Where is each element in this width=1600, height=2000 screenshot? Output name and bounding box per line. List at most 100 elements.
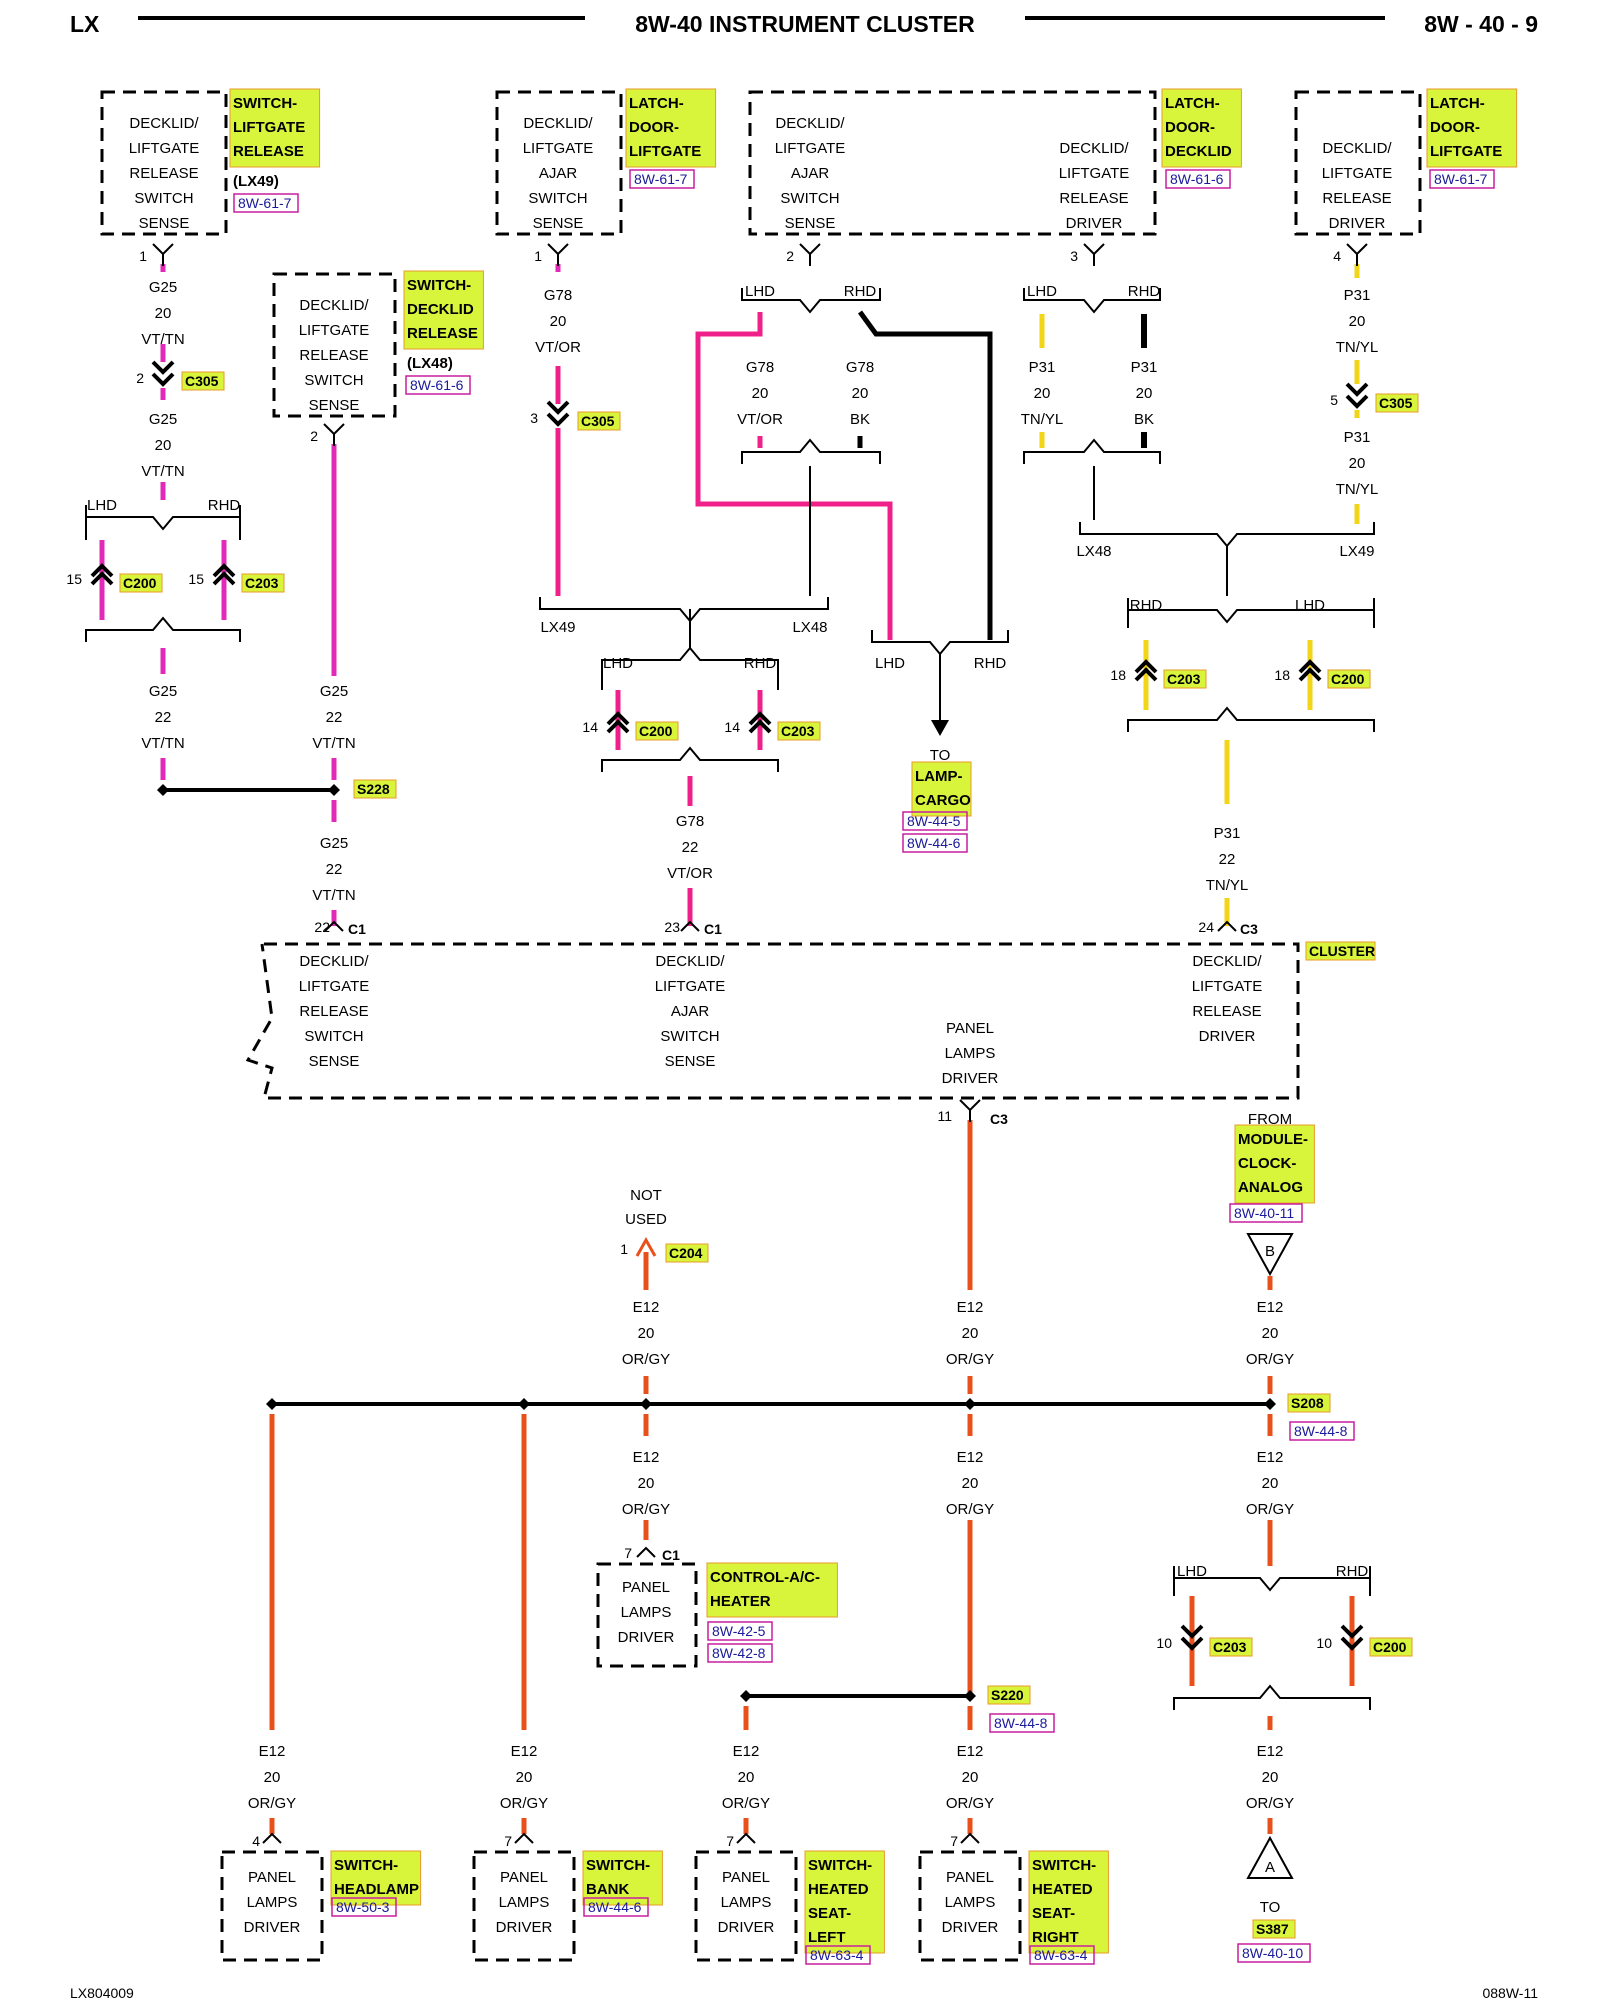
box-panel-lamps-driver (694, 1850, 798, 1962)
comp-switchheatedseatright-bg (1028, 1850, 1109, 1954)
wire-label: TN/YL (1336, 481, 1379, 498)
wire-label: VT/TN (312, 735, 355, 752)
cluster-text: SWITCH (660, 1028, 719, 1045)
wire-label: 20 (962, 1475, 979, 1492)
ref-s208-frame (1289, 1421, 1355, 1441)
connector-c200 (1298, 659, 1322, 674)
pin-label: 24 (1198, 919, 1214, 935)
box-text: DRIVER (496, 1919, 553, 1936)
terminal-pin (1083, 243, 1105, 256)
wire-label: G25 (149, 279, 177, 296)
connector-c305 (546, 400, 570, 415)
splice-s387-label-bg (1252, 1919, 1296, 1939)
wire-label: VT/TN (141, 463, 184, 480)
pin-label: 23 (664, 919, 680, 935)
ref-8w-61-7: 8W-61-7 (238, 195, 292, 211)
box-text: SWITCH (134, 190, 193, 207)
lx49-label: LX49 (540, 619, 575, 636)
lhd-label: LHD (87, 497, 117, 514)
wire-label: 20 (1034, 385, 1051, 402)
comp-switchheadlamp: SWITCH- (334, 1857, 398, 1874)
lx49-label: LX49 (1339, 543, 1374, 560)
rhd-label: RHD (1130, 597, 1163, 614)
wire-label: 22 (155, 709, 172, 726)
triangle-a-label: A (1265, 1859, 1275, 1876)
box-text: PANEL (722, 1869, 770, 1886)
ref-s220: 8W-44-8 (994, 1715, 1048, 1731)
lx48-label: LX48 (792, 619, 827, 636)
connector-c203-label: C203 (781, 723, 815, 739)
comp-switchheadlamp-bg (330, 1850, 422, 1906)
pin-label: 10 (1156, 1635, 1172, 1651)
terminal-pin (547, 243, 569, 256)
ref-s387-frame (1237, 1943, 1311, 1963)
box-liftgate-release-driver (1294, 90, 1422, 236)
box-panel-lamps-driver-ac (596, 1562, 698, 1668)
wire-label: TN/YL (1021, 411, 1064, 428)
ref-lamp-cargo: 8W-44-5 (907, 813, 961, 829)
comp-switchheatedseatright: SWITCH- (1032, 1857, 1096, 1874)
ref-control-ac: 8W-42-8 (712, 1645, 766, 1661)
connector-c1: C1 (704, 921, 722, 937)
connector-c200-label-bg (1327, 669, 1371, 689)
comp-lamp-cargo: LAMP- (915, 768, 963, 785)
box-text: SENSE (139, 215, 190, 232)
pin-label: 15 (66, 571, 82, 587)
wire-label: OR/GY (946, 1351, 994, 1368)
pin-label: 4 (1333, 248, 1341, 264)
to-label: TO (1260, 1899, 1281, 1916)
connector-c200-label-bg (1369, 1637, 1413, 1657)
box-text: DRIVER (942, 1919, 999, 1936)
wire-label: TN/YL (1206, 877, 1249, 894)
wire-label: OR/GY (500, 1795, 548, 1812)
wire-label: 20 (1262, 1325, 1279, 1342)
splice-s228-label-bg (353, 779, 397, 799)
splice-s228-label: S228 (357, 781, 390, 797)
pin-label: 14 (582, 719, 598, 735)
rhd-label: RHD (1128, 283, 1161, 300)
triangle-a (1246, 1835, 1294, 1879)
splice-s228 (328, 784, 340, 796)
comp-lamp-cargo: CARGO (915, 792, 971, 809)
connector-c200 (1298, 667, 1322, 682)
lhd-label: LHD (1177, 1563, 1207, 1580)
triangle-b-label: B (1265, 1243, 1275, 1260)
splice-s387-label: S387 (1256, 1921, 1289, 1937)
ref-8w-61-7-frame (233, 193, 299, 213)
header-left: LX (70, 11, 100, 37)
pin-label: 15 (188, 571, 204, 587)
connector-c203-label-bg (1209, 1637, 1253, 1657)
comp-latch-door-liftgate-bg (1426, 88, 1518, 168)
comp-latch-door-liftgate: LIFTGATE (1430, 143, 1502, 160)
cluster-text: DECKLID/ (299, 953, 369, 970)
wire-label: 20 (155, 437, 172, 454)
terminal-pin (514, 1832, 534, 1844)
ref-lamp-cargo: 8W-44-6 (907, 835, 961, 851)
ref-s220-frame (989, 1713, 1055, 1733)
connector-c200 (1340, 1624, 1364, 1639)
box-text: PANEL (622, 1579, 670, 1596)
wire-label: E12 (633, 1299, 660, 1316)
box-text: DRIVER (718, 1919, 775, 1936)
comp-latch-door-decklid-bg (1161, 88, 1242, 168)
connector-c1: C1 (662, 1547, 680, 1563)
pin-label: 2 (310, 428, 318, 444)
box-text: RELEASE (1059, 190, 1128, 207)
splice-dot (518, 1398, 530, 1410)
connector-c203-label: C203 (245, 575, 279, 591)
box-text: SWITCH (304, 372, 363, 389)
wire-label: VT/OR (737, 411, 783, 428)
wire-label: P31 (1131, 359, 1158, 376)
wire-label: OR/GY (622, 1501, 670, 1518)
splice-dot (740, 1690, 752, 1702)
fork-merge (601, 746, 779, 772)
connector-c305 (151, 372, 175, 387)
connector-c305-label: C305 (185, 373, 219, 389)
connector-c203 (1180, 1624, 1204, 1639)
comp-module-clock-analog: CLOCK- (1238, 1155, 1296, 1172)
comp-switchheatedseatleft: SEAT- (808, 1905, 851, 1922)
comp-switch-decklid-release: DECKLID (407, 301, 474, 318)
connector-c200-label: C200 (1331, 671, 1365, 687)
connector-c200-label: C200 (1373, 1639, 1407, 1655)
connector-c203 (212, 563, 236, 578)
